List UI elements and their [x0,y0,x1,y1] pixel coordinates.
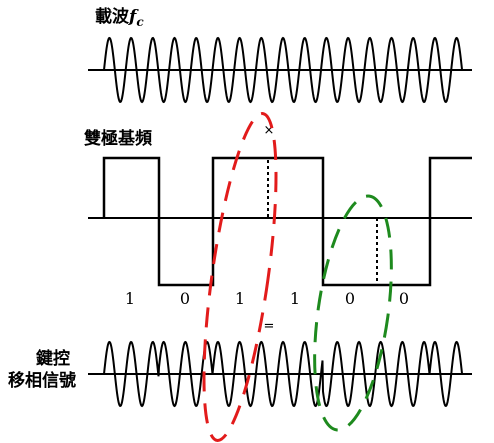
cross-mark: × [264,123,275,138]
bit-label: 1 [290,289,300,308]
bit-label: 0 [345,289,355,308]
bipolar-baseband-wave [102,156,472,287]
green-highlight-ellipse [313,194,393,432]
bit-label: 0 [399,289,409,308]
bit-label: 1 [125,289,135,308]
psk-signal-wave [103,340,463,408]
equal-mark: = [264,319,275,334]
red-highlight-ellipse [202,112,278,442]
bipolar-label: 雙極基頻 [84,128,152,149]
psk-label-line2: 移相信號 [8,370,76,391]
bit-label: 1 [235,289,245,308]
carrier-wave [103,36,463,104]
carrier-label: 載波fc [95,6,144,29]
psk-label-line1: 鍵控 [36,348,70,369]
bit-label: 0 [180,289,190,308]
